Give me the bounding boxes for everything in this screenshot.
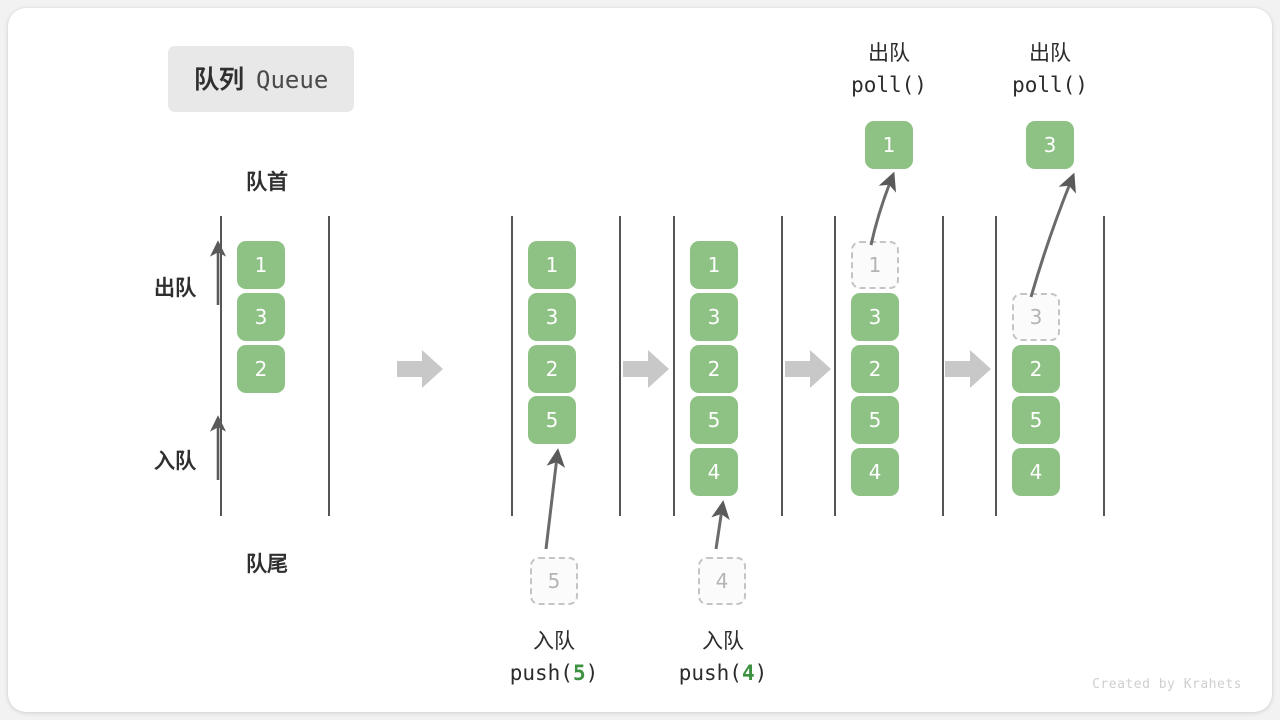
queue-element-filled: 1 [528, 241, 576, 289]
title-english: Queue [256, 66, 329, 94]
popped-value-1: 1 [882, 133, 896, 157]
title-chinese: 队列 [194, 65, 245, 94]
queue-element-value: 4 [707, 460, 721, 485]
watermark-text: Created by Krahets [1092, 677, 1242, 692]
queue-rail-right [942, 216, 944, 516]
queue-element-value: 3 [1029, 304, 1043, 329]
queue-column-after-push-4: 1 3 2 5 4 [673, 216, 783, 516]
queue-element-filled: 2 [851, 344, 899, 393]
queue-rail-left [834, 216, 836, 516]
poll-3-caption: 出队 poll() [960, 38, 1140, 101]
queue-rail-left [220, 216, 222, 516]
queue-element-value: 5 [868, 408, 882, 433]
queue-column-after-poll-1: 1 3 2 5 4 [834, 216, 944, 516]
poll-1-caption-code: poll() [851, 72, 927, 97]
transition-arrow-4 [945, 348, 991, 390]
queue-rail-right [781, 216, 783, 516]
queue-element-value: 1 [254, 253, 268, 277]
dequeue-direction-label: 出队 [154, 276, 196, 300]
queue-element-filled: 2 [1012, 344, 1060, 393]
popped-box-3: 3 [1026, 121, 1074, 169]
queue-element-value: 1 [545, 253, 559, 277]
queue-element-value: 5 [545, 408, 559, 433]
enqueue-direction-label: 入队 [154, 449, 196, 473]
queue-element-filled: 4 [690, 448, 738, 497]
queue-rail-right [328, 216, 330, 516]
queue-element-value: 3 [254, 304, 268, 329]
push-ghost-value-5: 5 [547, 569, 561, 593]
queue-element-filled: 3 [528, 292, 576, 341]
queue-element-value: 4 [868, 460, 882, 485]
queue-element-ghost: 3 [1012, 292, 1060, 341]
queue-element-filled: 2 [237, 344, 285, 393]
queue-element-filled: 1 [237, 241, 285, 289]
push-ghost-box-5: 5 [530, 557, 578, 605]
queue-front-label: 队首 [246, 170, 288, 194]
queue-element-value: 2 [254, 356, 268, 381]
transition-arrow-2 [623, 348, 669, 390]
transition-arrow-3 [785, 348, 831, 390]
queue-element-value: 2 [707, 356, 721, 381]
popped-box-1: 1 [865, 121, 913, 169]
queue-rail-left [673, 216, 675, 516]
queue-element-filled: 5 [690, 396, 738, 445]
queue-element-filled: 5 [528, 396, 576, 445]
queue-rail-left [995, 216, 997, 516]
poll-3-caption-cn: 出队 [1029, 41, 1071, 65]
push-ghost-value-4: 4 [715, 569, 729, 593]
push-4-caption-cn: 入队 [702, 629, 744, 653]
push-5-caption-cn: 入队 [533, 629, 575, 653]
diagram-card: 队列 Queue 队首 队尾 出队 入队 1 3 2 1 3 2 5 1 3 2 5 4 1 3 2 5… [8, 8, 1272, 712]
queue-element-value: 4 [1029, 460, 1043, 485]
queue-element-value: 3 [707, 304, 721, 329]
queue-element-filled: 4 [851, 448, 899, 497]
push-5-caption: 入队 push(5) [464, 626, 644, 689]
queue-element-value: 2 [545, 356, 559, 381]
push-ghost-box-4: 4 [698, 557, 746, 605]
queue-rail-left [511, 216, 513, 516]
poll-1-caption-cn: 出队 [868, 41, 910, 65]
queue-element-value: 5 [1029, 408, 1043, 433]
push-5-caption-code: push(5) [509, 660, 599, 685]
poll-1-caption: 出队 poll() [799, 38, 979, 101]
queue-element-value: 1 [707, 253, 721, 277]
queue-element-filled: 2 [528, 344, 576, 393]
queue-element-filled: 1 [690, 241, 738, 289]
queue-element-filled: 5 [851, 396, 899, 445]
queue-rail-right [619, 216, 621, 516]
queue-element-value: 3 [868, 304, 882, 329]
queue-element-filled: 4 [1012, 448, 1060, 497]
poll-3-caption-code: poll() [1012, 72, 1088, 97]
queue-element-value: 2 [868, 356, 882, 381]
queue-column-initial: 1 3 2 [220, 216, 330, 516]
queue-rail-right [1103, 216, 1105, 516]
queue-element-filled: 2 [690, 344, 738, 393]
queue-element-ghost: 1 [851, 241, 899, 289]
queue-rear-label: 队尾 [246, 552, 288, 576]
queue-element-value: 3 [545, 304, 559, 329]
queue-element-filled: 3 [851, 292, 899, 341]
queue-element-value: 5 [707, 408, 721, 433]
diagram-title-badge: 队列 Queue [168, 46, 355, 112]
queue-element-value: 1 [868, 253, 882, 277]
push-4-caption: 入队 push(4) [633, 626, 813, 689]
queue-element-filled: 3 [237, 292, 285, 341]
popped-value-3: 3 [1043, 133, 1057, 157]
queue-column-after-push-5: 1 3 2 5 [511, 216, 621, 516]
push-4-caption-code: push(4) [678, 660, 768, 685]
queue-element-filled: 5 [1012, 396, 1060, 445]
queue-element-filled: 3 [690, 292, 738, 341]
queue-column-after-poll-3: 3 2 5 4 [995, 216, 1105, 516]
queue-element-value: 2 [1029, 356, 1043, 381]
transition-arrow-1 [397, 348, 443, 390]
